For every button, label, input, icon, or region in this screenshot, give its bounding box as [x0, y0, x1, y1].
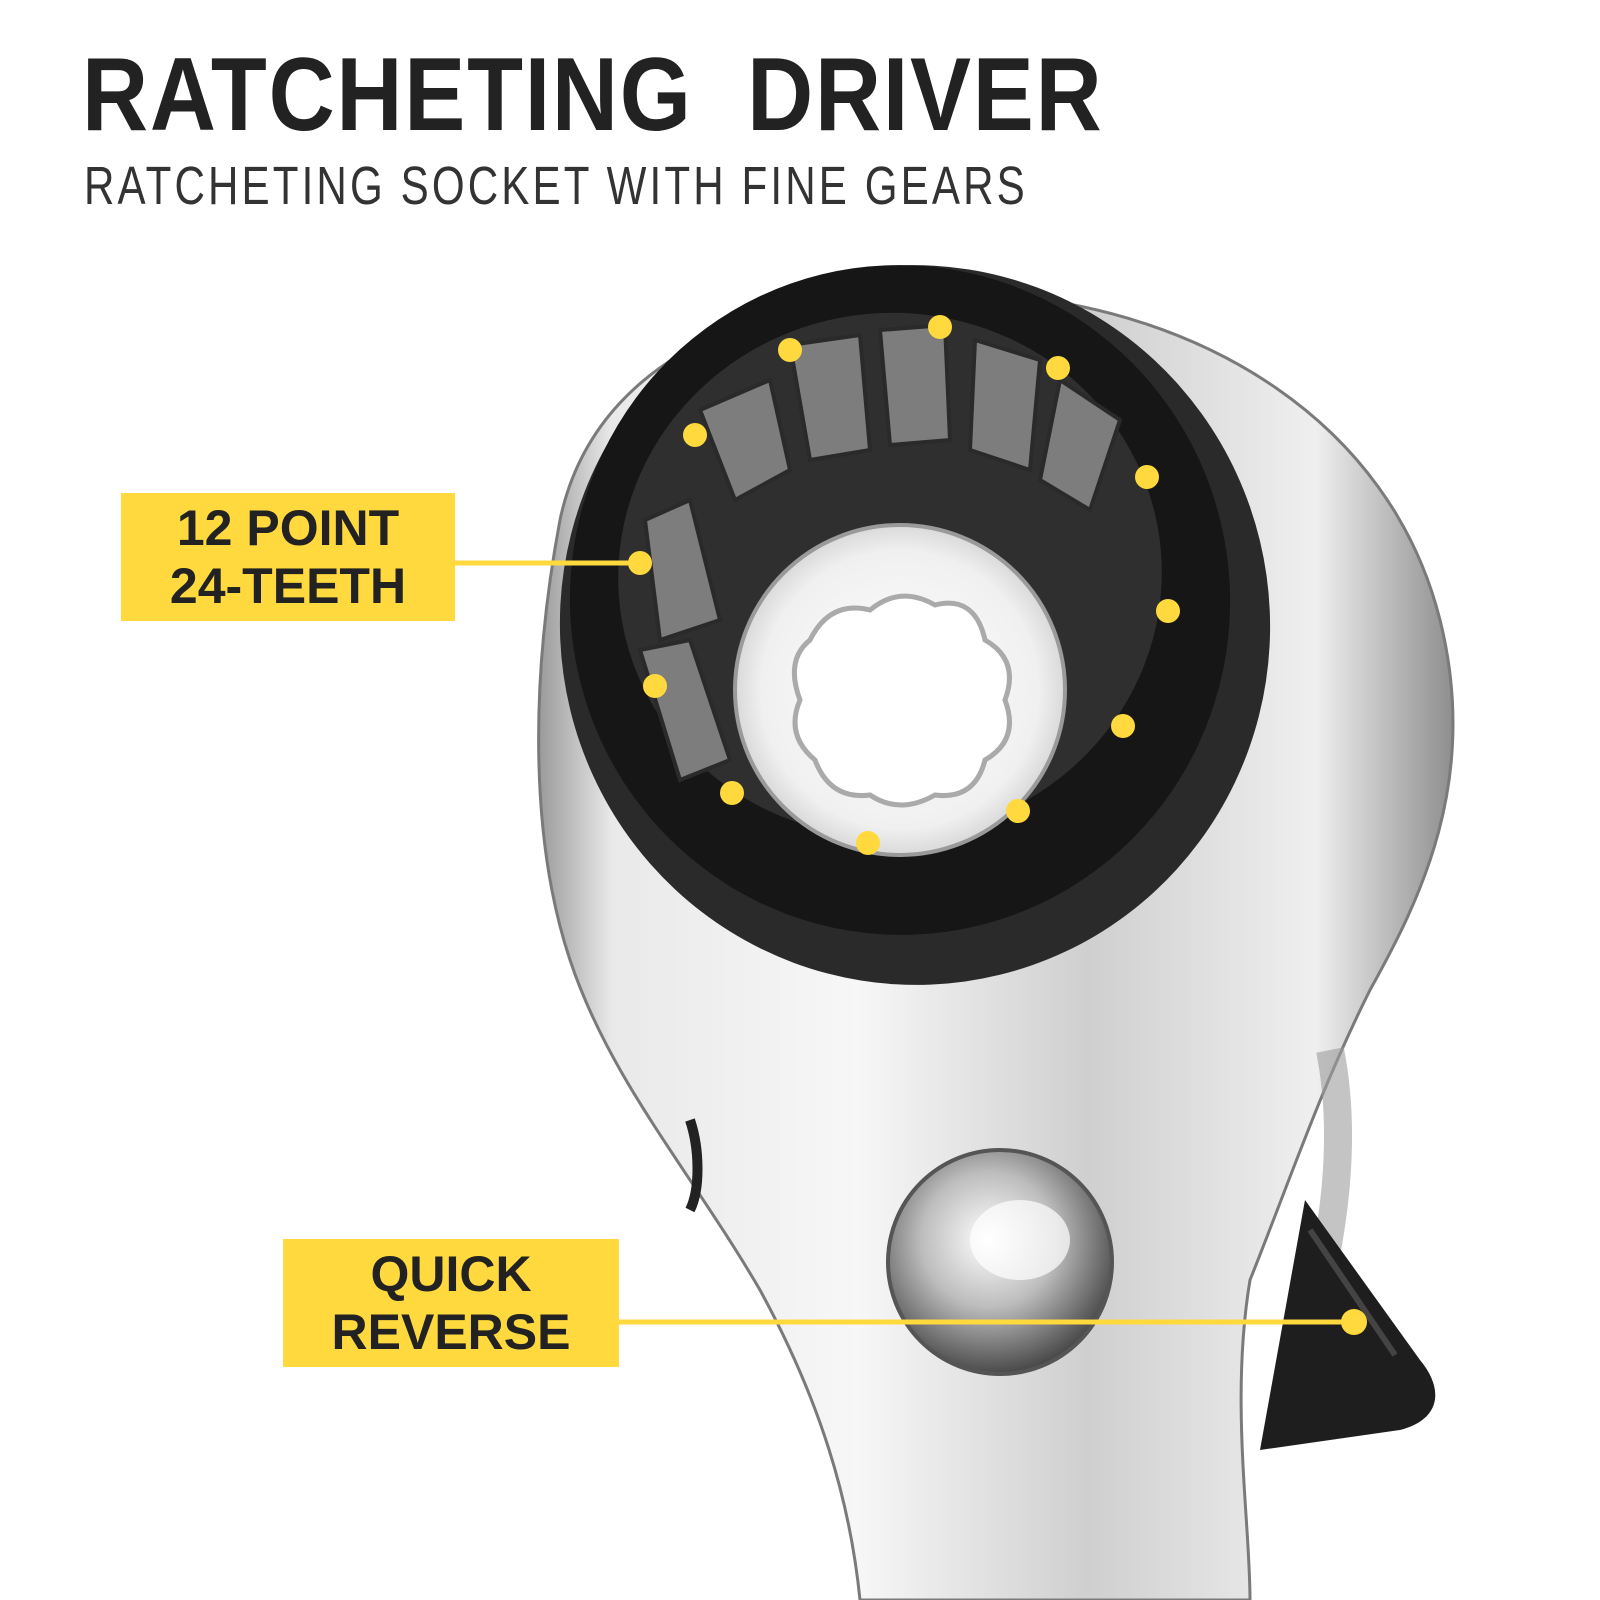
tooth-marker	[1156, 599, 1180, 623]
callout-quick-reverse-line2: REVERSE	[331, 1304, 571, 1360]
page-title: RATCHETING DRIVER	[82, 37, 1104, 153]
callout-12-point-line1: 12 POINT	[176, 500, 400, 556]
tooth-marker	[1046, 356, 1070, 380]
callout-12-point: 12 POINT 24-TEETH	[121, 493, 455, 621]
lever-marker	[1341, 1309, 1367, 1335]
callout-quick-reverse-line1: QUICK	[370, 1246, 532, 1302]
tooth-marker	[778, 338, 802, 362]
tooth-marker	[720, 781, 744, 805]
callout-quick-reverse: QUICK REVERSE	[283, 1239, 619, 1367]
callout-markers	[455, 315, 1367, 1335]
tooth-marker	[1006, 799, 1030, 823]
pivot-pin	[886, 1148, 1114, 1376]
tooth-marker	[683, 423, 707, 447]
tooth-marker	[643, 674, 667, 698]
tooth-marker	[1135, 465, 1159, 489]
tooth-marker	[928, 315, 952, 339]
tooth-marker	[856, 831, 880, 855]
tooth-marker	[1111, 714, 1135, 738]
callout-12-point-line2: 24-TEETH	[169, 558, 407, 614]
page-subtitle: RATCHETING SOCKET WITH FINE GEARS	[84, 156, 1028, 216]
tooth-marker	[628, 551, 652, 575]
socket-head	[559, 265, 1271, 985]
